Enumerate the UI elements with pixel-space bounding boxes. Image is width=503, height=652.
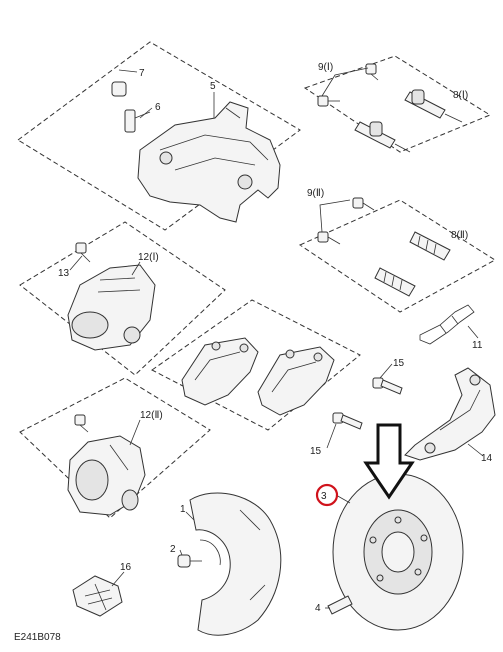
guide-pins-1 — [354, 89, 463, 153]
callout-7: 7 — [139, 68, 145, 79]
callout-16: 16 — [120, 562, 132, 573]
parking-brake-motor-1 — [67, 264, 156, 351]
motor-group-box-1 — [19, 221, 226, 376]
callout-11: 11 — [472, 340, 483, 351]
callout-9b: 9(Ⅱ) — [307, 188, 324, 199]
leader-16 — [111, 571, 125, 587]
leader-2 — [179, 549, 183, 556]
callout-12a: 12(Ⅰ) — [138, 252, 159, 263]
bleed-screw — [124, 109, 151, 133]
callout-5: 5 — [210, 81, 216, 92]
attention-arrow-icon — [363, 423, 415, 500]
diagram-code: E241B078 — [14, 632, 61, 643]
pads-group-box — [151, 299, 361, 431]
leader-12a — [131, 261, 141, 276]
brake-pad-left — [181, 337, 259, 406]
leader-1 — [185, 511, 195, 521]
caliper-group-box — [17, 41, 301, 231]
highlight-ring — [315, 483, 339, 507]
motor-screw — [75, 242, 91, 263]
splash-shield — [189, 492, 282, 636]
callout-13: 13 — [58, 268, 70, 279]
leader-13 — [69, 255, 83, 271]
caliper-carrier — [404, 367, 496, 461]
carrier-bolt-upper — [372, 377, 403, 395]
leader-15a — [379, 363, 393, 379]
bleed-cap — [111, 69, 138, 97]
disc-screw — [327, 595, 353, 615]
guide-bolts-1 — [317, 63, 379, 107]
leader-3 — [335, 494, 351, 504]
retaining-spring — [419, 304, 475, 345]
cover-cap — [72, 575, 123, 617]
leader-11 — [467, 325, 479, 339]
guide-bolts-2 — [317, 197, 375, 245]
brake-caliper — [137, 101, 281, 223]
callout-12b: 12(Ⅱ) — [140, 410, 163, 421]
callout-9a: 9(Ⅰ) — [318, 62, 333, 73]
callout-8b: 8(Ⅱ) — [451, 230, 468, 241]
callout-3: 3 — [321, 491, 327, 502]
callout-1: 1 — [180, 504, 186, 515]
parking-brake-motor-2 — [67, 414, 146, 516]
guide-sleeves-2 — [374, 231, 451, 297]
callout-14: 14 — [481, 453, 493, 464]
callout-8a: 8(Ⅰ) — [453, 90, 468, 101]
leader-14 — [467, 443, 484, 457]
leader-15b — [326, 423, 337, 449]
leader-6 — [139, 107, 153, 119]
callout-2: 2 — [170, 544, 176, 555]
leader-12b — [129, 419, 141, 446]
pin-group-box-2 — [298, 199, 496, 313]
callout-4: 4 — [315, 603, 321, 614]
callout-15a: 15 — [393, 358, 405, 369]
callout-15b: 15 — [310, 446, 322, 457]
callout-6: 6 — [155, 102, 161, 113]
carrier-bolt-lower — [332, 412, 363, 430]
brake-disc — [332, 473, 464, 631]
shield-screw — [177, 554, 202, 568]
brake-pad-right — [257, 346, 335, 416]
